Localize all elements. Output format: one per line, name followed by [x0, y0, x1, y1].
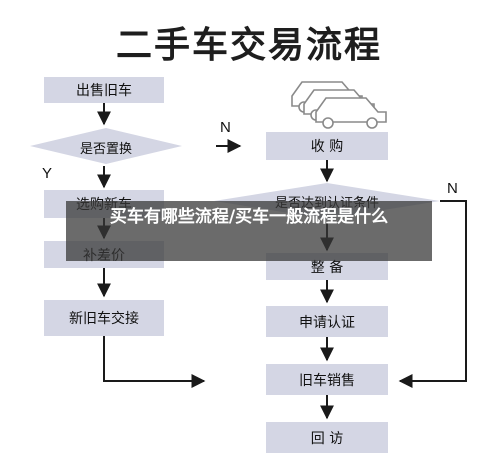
- node-purchase: 收 购: [266, 132, 388, 160]
- caption-overlay: [66, 201, 432, 261]
- overlay-caption: 买车有哪些流程/买车一般流程是什么: [109, 207, 389, 227]
- edge-label-no-purchase: N: [220, 119, 231, 136]
- node-sell-car: 出售旧车: [44, 77, 164, 103]
- stacked-cars-icon: [291, 81, 387, 129]
- node-replace-question: 是否置换: [79, 142, 132, 157]
- arrow-decision-no-to-sales: [398, 200, 467, 388]
- node-handover: 新旧车交接: [44, 300, 164, 336]
- node-follow-up: 回 访: [266, 422, 388, 453]
- edge-label-no-sales: N: [447, 180, 458, 197]
- node-used-car-sales: 旧车销售: [266, 364, 388, 395]
- node-apply-certification: 申请认证: [266, 306, 388, 337]
- arrow-handover-to-sales: [103, 336, 206, 388]
- replace-decision-shape: [30, 128, 182, 164]
- page-title: 二手车交易流程: [115, 25, 382, 66]
- edge-label-yes: Y: [42, 165, 53, 182]
